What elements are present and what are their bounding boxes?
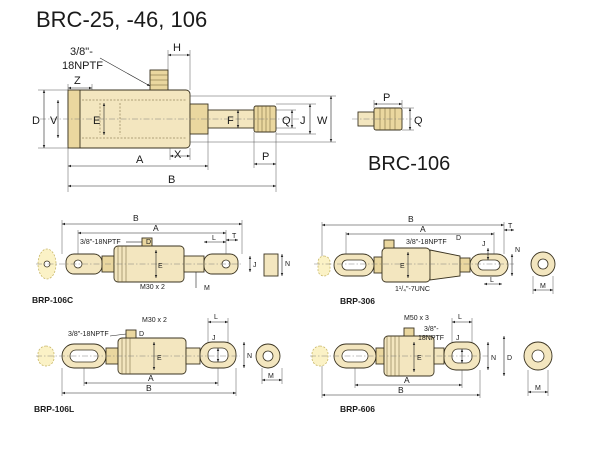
brp-106c-dim-M: M: [204, 285, 210, 292]
brp-306-dim-A: A: [420, 224, 426, 234]
brp-306-dim-B: B: [408, 214, 414, 224]
brp-306-dim-E: E: [400, 263, 405, 270]
brp-106c-dim-B: B: [133, 213, 139, 223]
brp-606-dim-J: J: [456, 335, 460, 342]
main-dim-Q: Q: [282, 115, 291, 127]
brp-106c-thread-label: M30 x 2: [140, 284, 165, 291]
brp-106l-dim-E: E: [157, 355, 162, 362]
brp-606-dim-D: D: [507, 355, 512, 362]
brp-606-dim-L: L: [458, 314, 462, 321]
main-view: BRC-25, -46, 106 3/8"- 18NPTF H: [32, 7, 336, 192]
brp-106l-dim-D: D: [139, 331, 144, 338]
brp-306-port-label: 3/8"-18NPTF: [406, 239, 447, 246]
brp-606-thread-label: M50 x 3: [404, 315, 429, 322]
brp-606-dim-B: B: [398, 385, 404, 395]
detail-dim-P: P: [383, 92, 390, 104]
main-dim-H: H: [173, 42, 181, 54]
brp-606-dim-A: A: [404, 375, 410, 385]
brp-106l-dim-B: B: [146, 383, 152, 393]
brp-606-port-label-line1: 3/8"-: [424, 326, 439, 333]
brp-106c-dim-J: J: [253, 262, 257, 269]
brp-106c-view: B A 3/8"-18NPTF D E L T J N M30 x 2 M BR…: [32, 213, 290, 305]
main-dim-A: A: [136, 154, 144, 166]
brp-606-dim-E: E: [417, 355, 422, 362]
brp-106c-dim-A: A: [153, 223, 159, 233]
brp-606-dim-M: M: [535, 385, 541, 392]
brp-306-thread-label: 1¹/₄"-7UNC: [395, 286, 430, 293]
brp-106c-caption: BRP-106C: [32, 295, 73, 305]
brp-306-dim-J: J: [482, 241, 486, 248]
main-dim-V: V: [50, 115, 58, 127]
brp-306-dim-N: N: [515, 247, 520, 254]
detail-view: P Q BRC-106: [352, 92, 450, 175]
main-dim-P: P: [262, 151, 269, 163]
brp-106l-thread-label: M30 x 2: [142, 317, 167, 324]
main-dim-B: B: [168, 174, 175, 186]
brp-306-dim-D: D: [456, 235, 461, 242]
brp-306-dim-M: M: [540, 283, 546, 290]
brp-106c-dim-N: N: [285, 261, 290, 268]
brp-306-taper: [429, 249, 461, 281]
main-dim-F: F: [227, 115, 234, 127]
brp-106l-dim-J: J: [212, 335, 216, 342]
brp-306-dim-T: T: [508, 223, 513, 230]
brp-306-view: B A T 3/8"-18NPTF D E J N L M 1¹/₄"-7UNC…: [314, 214, 556, 306]
main-dim-Z: Z: [74, 75, 81, 87]
brp-306-dim-L: L: [490, 277, 494, 284]
port-thread-label-line1: 3/8"-: [70, 46, 93, 58]
brp-606-dim-N: N: [491, 355, 496, 362]
brp-106c-dim-L: L: [212, 235, 216, 242]
brp-106c-dim-D: D: [146, 239, 151, 246]
brp-106l-caption: BRP-106L: [34, 404, 74, 414]
main-dim-E: E: [93, 115, 100, 127]
brp-106l-dim-N: N: [247, 353, 252, 360]
brp-106c-port-label: 3/8"-18NPTF: [80, 239, 121, 246]
main-dim-D: D: [32, 115, 40, 127]
brp-306-caption: BRP-306: [340, 296, 375, 306]
brp-106l-port-label: 3/8"-18NPTF: [68, 331, 109, 338]
brp-106c-dim-T: T: [232, 233, 237, 240]
brp-106c-dim-E: E: [158, 263, 163, 270]
brp-306-body: [381, 247, 431, 283]
main-dim-J: J: [300, 115, 306, 127]
brp-106l-dim-L: L: [214, 314, 218, 321]
detail-dim-Q: Q: [414, 115, 423, 127]
brp-106l-dim-A: A: [148, 373, 154, 383]
detail-view-title: BRC-106: [368, 153, 450, 175]
brp-606-view: M50 x 3 3/8"- 18NPTF E L J N D M A: [310, 314, 553, 414]
main-dim-X: X: [174, 149, 182, 161]
main-view-title: BRC-25, -46, 106: [36, 7, 207, 32]
brp-106l-dim-M: M: [268, 373, 274, 380]
brp-606-port-label-line2: 18NPTF: [418, 335, 444, 342]
main-dim-W: W: [317, 115, 328, 127]
brp-106l-view: 3/8"-18NPTF M30 x 2 D E L J N M A B: [34, 314, 283, 414]
brp-606-caption: BRP-606: [340, 404, 375, 414]
port-thread-label-line2: 18NPTF: [62, 60, 103, 72]
